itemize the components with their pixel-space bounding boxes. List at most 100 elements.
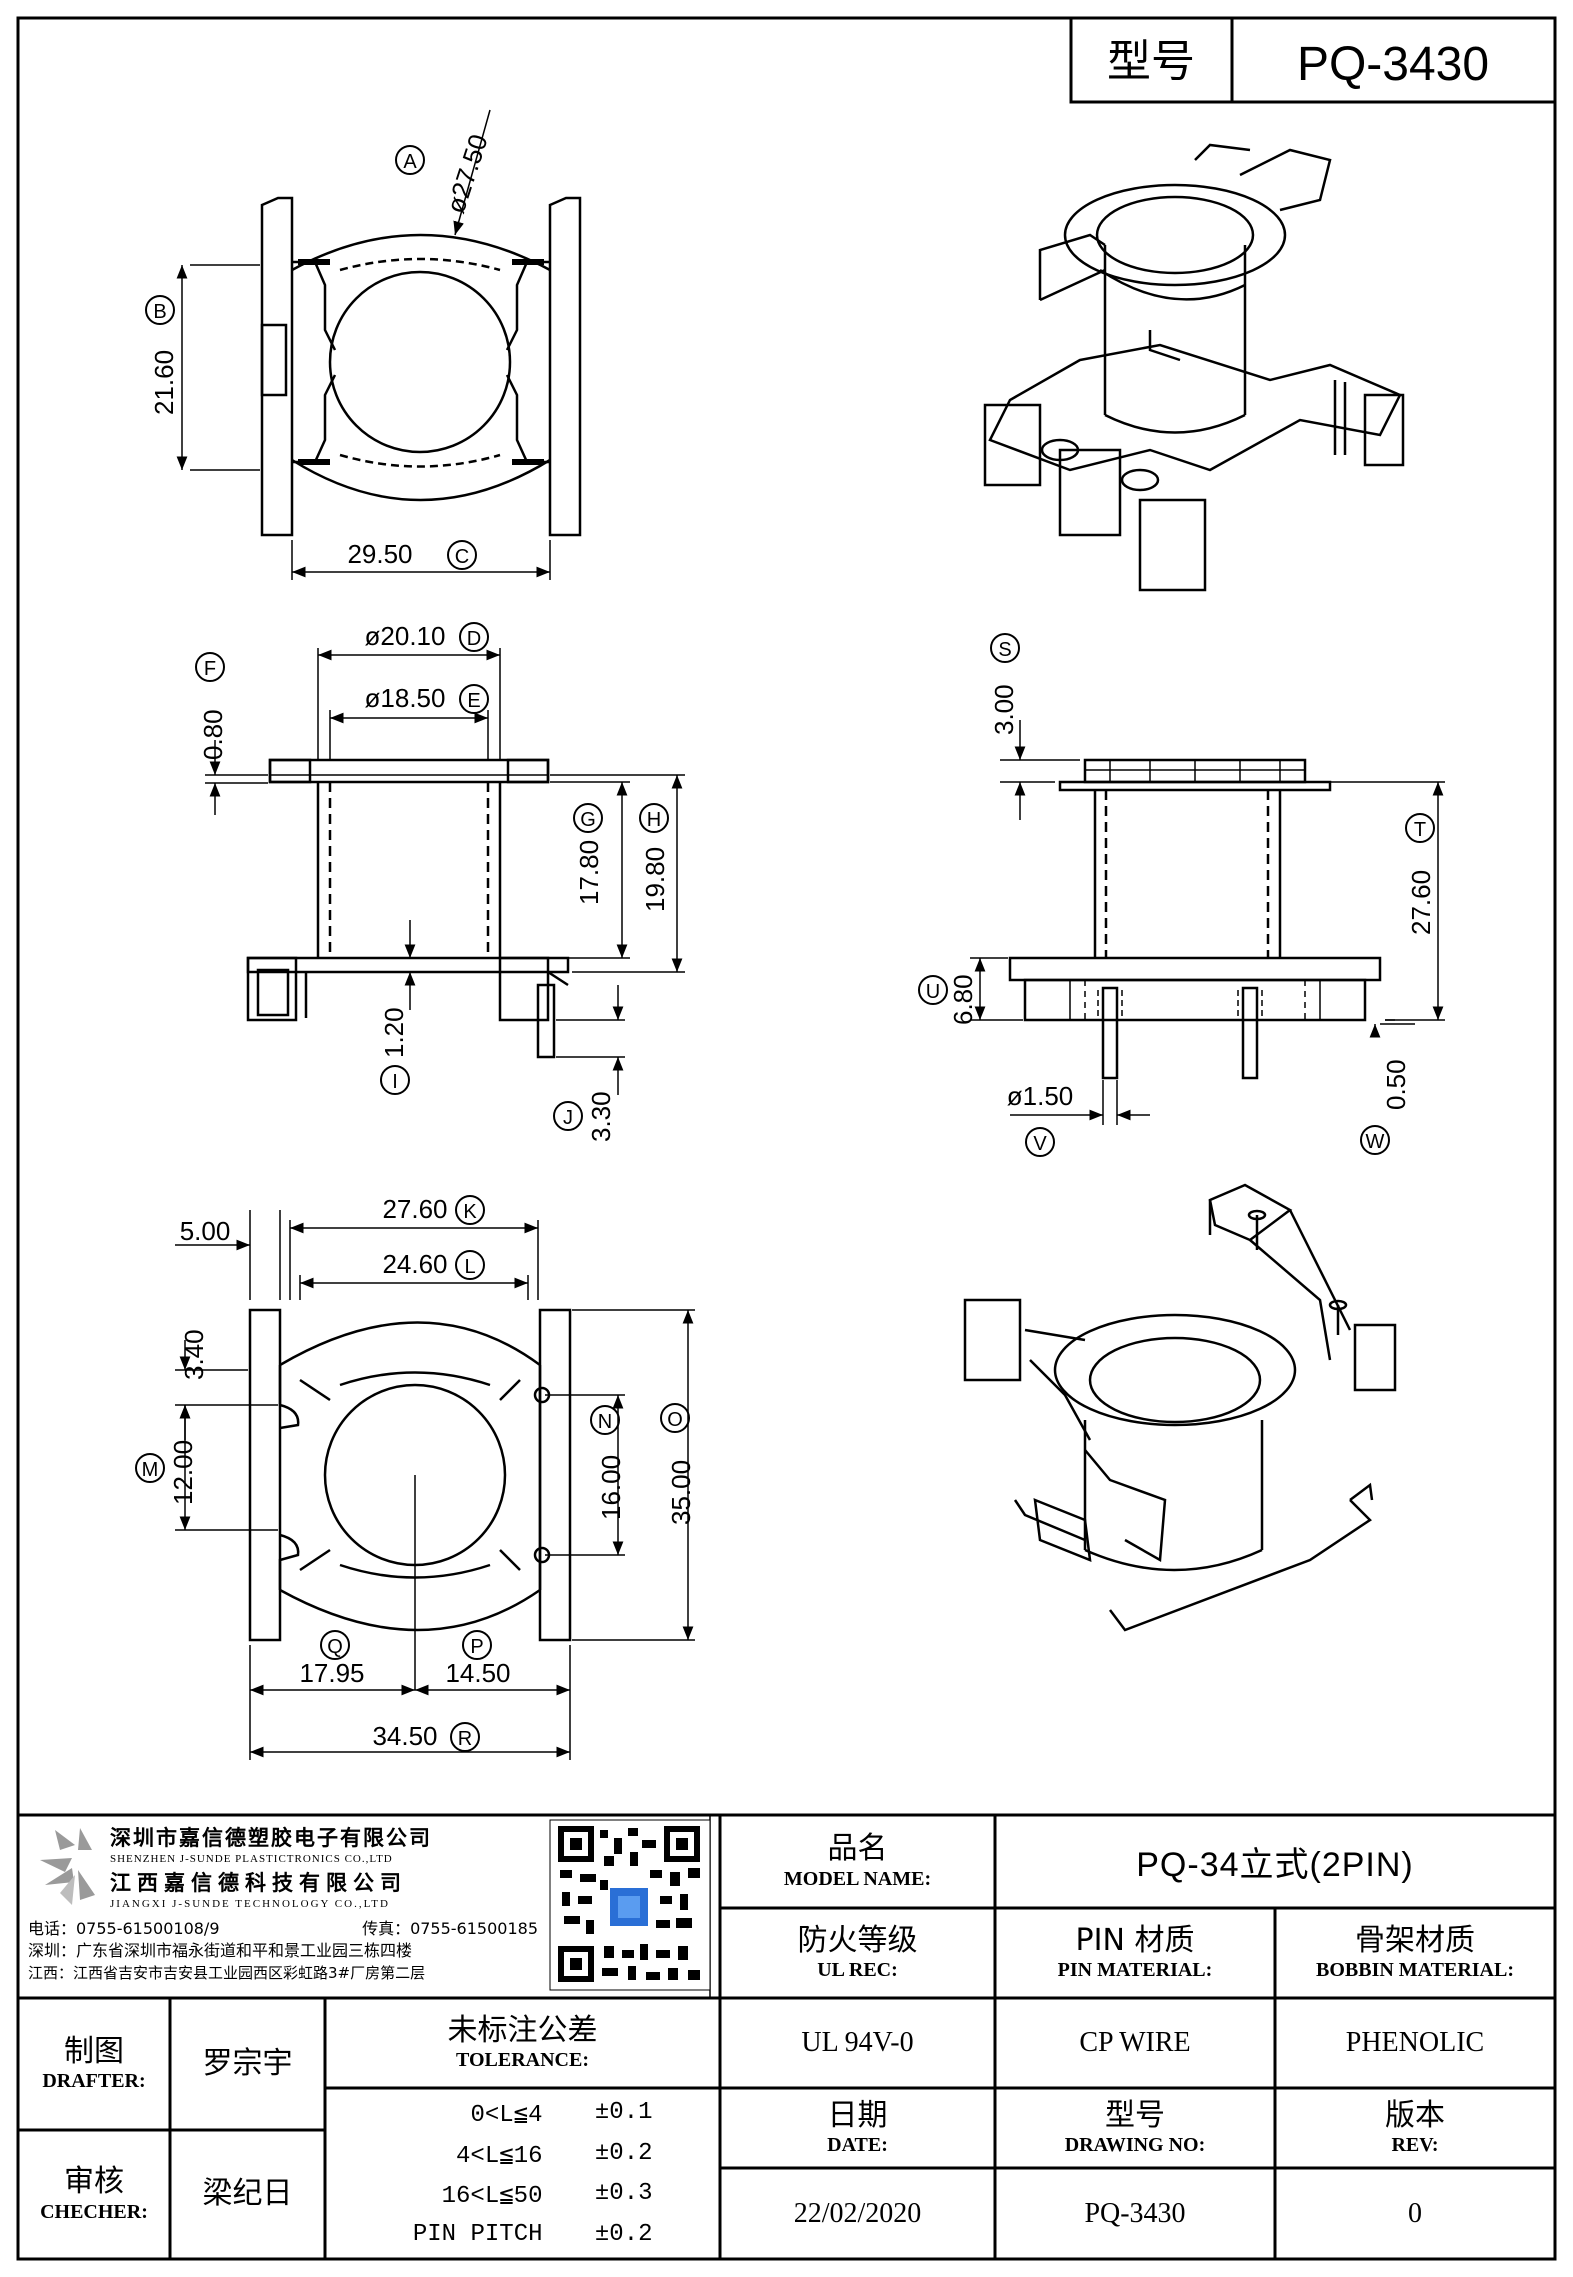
company-name-en-2: JIANGXI J-SUNDE TECHNOLOGY CO.,LTD bbox=[110, 1898, 390, 1910]
tag-m: M bbox=[142, 1459, 159, 1481]
cell-date-label: 日期 DATE: bbox=[720, 2088, 995, 2168]
dim-bottom-m: 12.00 bbox=[168, 1440, 198, 1505]
side-view bbox=[970, 720, 1445, 1125]
front-view bbox=[205, 648, 685, 1095]
dim-side-w: 0.50 bbox=[1381, 1059, 1411, 1110]
checker-cn: 审核 bbox=[64, 2164, 124, 2200]
company-logo-icon bbox=[40, 1828, 95, 1905]
header-model-value: PQ-3430 bbox=[1297, 38, 1489, 91]
tolerance-row: 4<L≦16 ±0.2 bbox=[393, 2140, 652, 2170]
bobbin-cn: 骨架材质 bbox=[1355, 1922, 1475, 1958]
cell-rev-value: 0 bbox=[1275, 2168, 1555, 2259]
ul-en: UL REC: bbox=[817, 1959, 898, 1982]
cell-pin-value: CP WIRE bbox=[995, 1998, 1275, 2088]
ul-cn: 防火等级 bbox=[797, 1922, 918, 1958]
model-name-cn: 品名 bbox=[827, 1831, 888, 1867]
cell-ul-label: 防火等级 UL REC: bbox=[720, 1908, 995, 1998]
rev-cn: 版本 bbox=[1385, 2097, 1445, 2133]
drawing-value: PQ-3430 bbox=[1084, 2197, 1186, 2229]
dim-bottom-a: 5.00 bbox=[180, 1216, 231, 1246]
tolerance-cn: 未标注公差 bbox=[447, 2012, 598, 2048]
tag-l: L bbox=[464, 1256, 475, 1278]
dim-bottom-r: 34.50 bbox=[372, 1721, 437, 1751]
cell-drafter-label: 制图 DRAFTER: bbox=[18, 1998, 170, 2130]
iso-view-lower bbox=[963, 1183, 1397, 1632]
dim-bottom-l: 24.60 bbox=[382, 1249, 447, 1279]
company-tel: 电话：0755-61500108/9 bbox=[28, 1919, 220, 1938]
company-name-cn-2: 江西嘉信德科技有限公司 bbox=[110, 1871, 407, 1895]
tag-w: W bbox=[1366, 1131, 1385, 1153]
dim-front-j: 3.30 bbox=[586, 1091, 616, 1142]
bobbin-en: BOBBIN MATERIAL: bbox=[1316, 1959, 1514, 1982]
tag-h: H bbox=[647, 809, 661, 831]
dim-front-g: 17.80 bbox=[574, 840, 604, 905]
header-model-box: 型号 PQ-3430 bbox=[1069, 16, 1557, 104]
date-en: DATE: bbox=[827, 2134, 888, 2157]
dim-front-i: 1.20 bbox=[379, 1007, 409, 1058]
dim-bottom-o: 35.00 bbox=[666, 1460, 696, 1525]
tolerance-row: 16<L≦50 ±0.3 bbox=[393, 2180, 653, 2210]
pin-cn: PIN 材质 bbox=[1075, 1922, 1195, 1958]
cell-date-value: 22/02/2020 bbox=[720, 2168, 995, 2259]
cell-checker-name: 梁纪日 bbox=[170, 2130, 325, 2259]
rev-value: 0 bbox=[1408, 2197, 1422, 2229]
dim-bottom-n: 16.00 bbox=[596, 1455, 626, 1520]
company-name-en-1: SHENZHEN J-SUNDE PLASTICTRONICS CO.,LTD bbox=[110, 1853, 393, 1865]
tag-q: Q bbox=[327, 1636, 343, 1658]
cell-drawing-value: PQ-3430 bbox=[995, 2168, 1275, 2259]
tolerance-value: ±0.1 bbox=[594, 2098, 653, 2126]
dim-front-h: 19.80 bbox=[640, 847, 670, 912]
side-view-dims: 3.00 S 27.60 T 6.80 U ø1.50 V 0.50 W bbox=[918, 633, 1436, 1157]
front-view-dims: ø20.10 D ø18.50 E 0.80 F 17.80 G 19.80 H… bbox=[195, 621, 670, 1142]
cell-model-name-label: 品名 MODEL NAME: bbox=[720, 1815, 995, 1908]
dim-side-s: 3.00 bbox=[989, 684, 1019, 735]
tolerance-row: PIN PITCH ±0.2 bbox=[393, 2221, 653, 2248]
cell-bobbin-value: PHENOLIC bbox=[1275, 1998, 1555, 2088]
pin-value: CP WIRE bbox=[1079, 2027, 1191, 2058]
dim-top-dia: ø27.50 bbox=[440, 131, 494, 217]
tag-r: R bbox=[458, 1728, 472, 1750]
tolerance-value: ±0.3 bbox=[594, 2180, 653, 2208]
dim-side-t: 27.60 bbox=[1406, 870, 1436, 935]
tag-j: J bbox=[563, 1107, 573, 1129]
company-name-cn-1: 深圳市嘉信德塑胶电子有限公司 bbox=[110, 1826, 432, 1850]
tag-f: F bbox=[204, 658, 216, 680]
cell-checker-label: 审核 CHECHER: bbox=[18, 2130, 170, 2259]
header-model-label: 型号 bbox=[1107, 36, 1195, 87]
bottom-view bbox=[175, 1210, 695, 1760]
cell-tolerance-label: 未标注公差 TOLERANCE: bbox=[325, 1998, 720, 2088]
tag-n: N bbox=[598, 1411, 612, 1433]
company-addr-sz: 深圳：广东省深圳市福永街道和平和景工业园三栋四楼 bbox=[28, 1941, 413, 1960]
drawing-en: DRAWING NO: bbox=[1064, 2134, 1206, 2157]
iso-view-upper bbox=[983, 143, 1405, 592]
cell-model-name-value: PQ-34立式(2PIN) bbox=[995, 1815, 1555, 1908]
drafter-en: DRAFTER: bbox=[42, 2070, 146, 2093]
date-value: 22/02/2020 bbox=[793, 2197, 922, 2229]
drawing-cn: 型号 bbox=[1105, 2097, 1165, 2133]
company-contacts: 电话：0755-61500108/9 传真：0755-61500185 深圳：广… bbox=[28, 1918, 548, 1984]
cell-drawing-label: 型号 DRAWING NO: bbox=[995, 2088, 1275, 2168]
tolerance-value: ±0.2 bbox=[594, 2221, 653, 2249]
rev-en: REV: bbox=[1391, 2134, 1439, 2157]
top-view bbox=[176, 109, 582, 580]
title-block-grid bbox=[18, 1813, 1555, 2259]
tolerance-range: 0<L≦4 bbox=[470, 2101, 543, 2129]
drafter-cn: 制图 bbox=[64, 2033, 124, 2069]
dim-front-d2: ø18.50 bbox=[365, 683, 446, 713]
dim-side-u: 6.80 bbox=[948, 974, 978, 1025]
tag-d: D bbox=[467, 628, 481, 650]
model-name-value: PQ-34立式(2PIN) bbox=[1136, 1846, 1414, 1884]
tolerance-range: PIN PITCH bbox=[412, 2221, 543, 2249]
tag-i: I bbox=[392, 1071, 398, 1093]
checker-name: 梁纪日 bbox=[202, 2176, 293, 2212]
dim-front-f: 0.80 bbox=[198, 709, 228, 760]
cell-drafter-name: 罗宗宇 bbox=[170, 1998, 325, 2130]
bottom-view-dims: 5.00 27.60 K 24.60 L 3.40 12.00 M 16.00 … bbox=[135, 1194, 696, 1752]
model-name-en: MODEL NAME: bbox=[783, 1867, 932, 1890]
tag-o: O bbox=[667, 1409, 683, 1431]
tag-g: G bbox=[580, 809, 596, 831]
cell-ul-value: UL 94V-0 bbox=[720, 1998, 995, 2088]
dim-bottom-k: 27.60 bbox=[382, 1194, 447, 1224]
tag-t: T bbox=[1414, 819, 1426, 841]
